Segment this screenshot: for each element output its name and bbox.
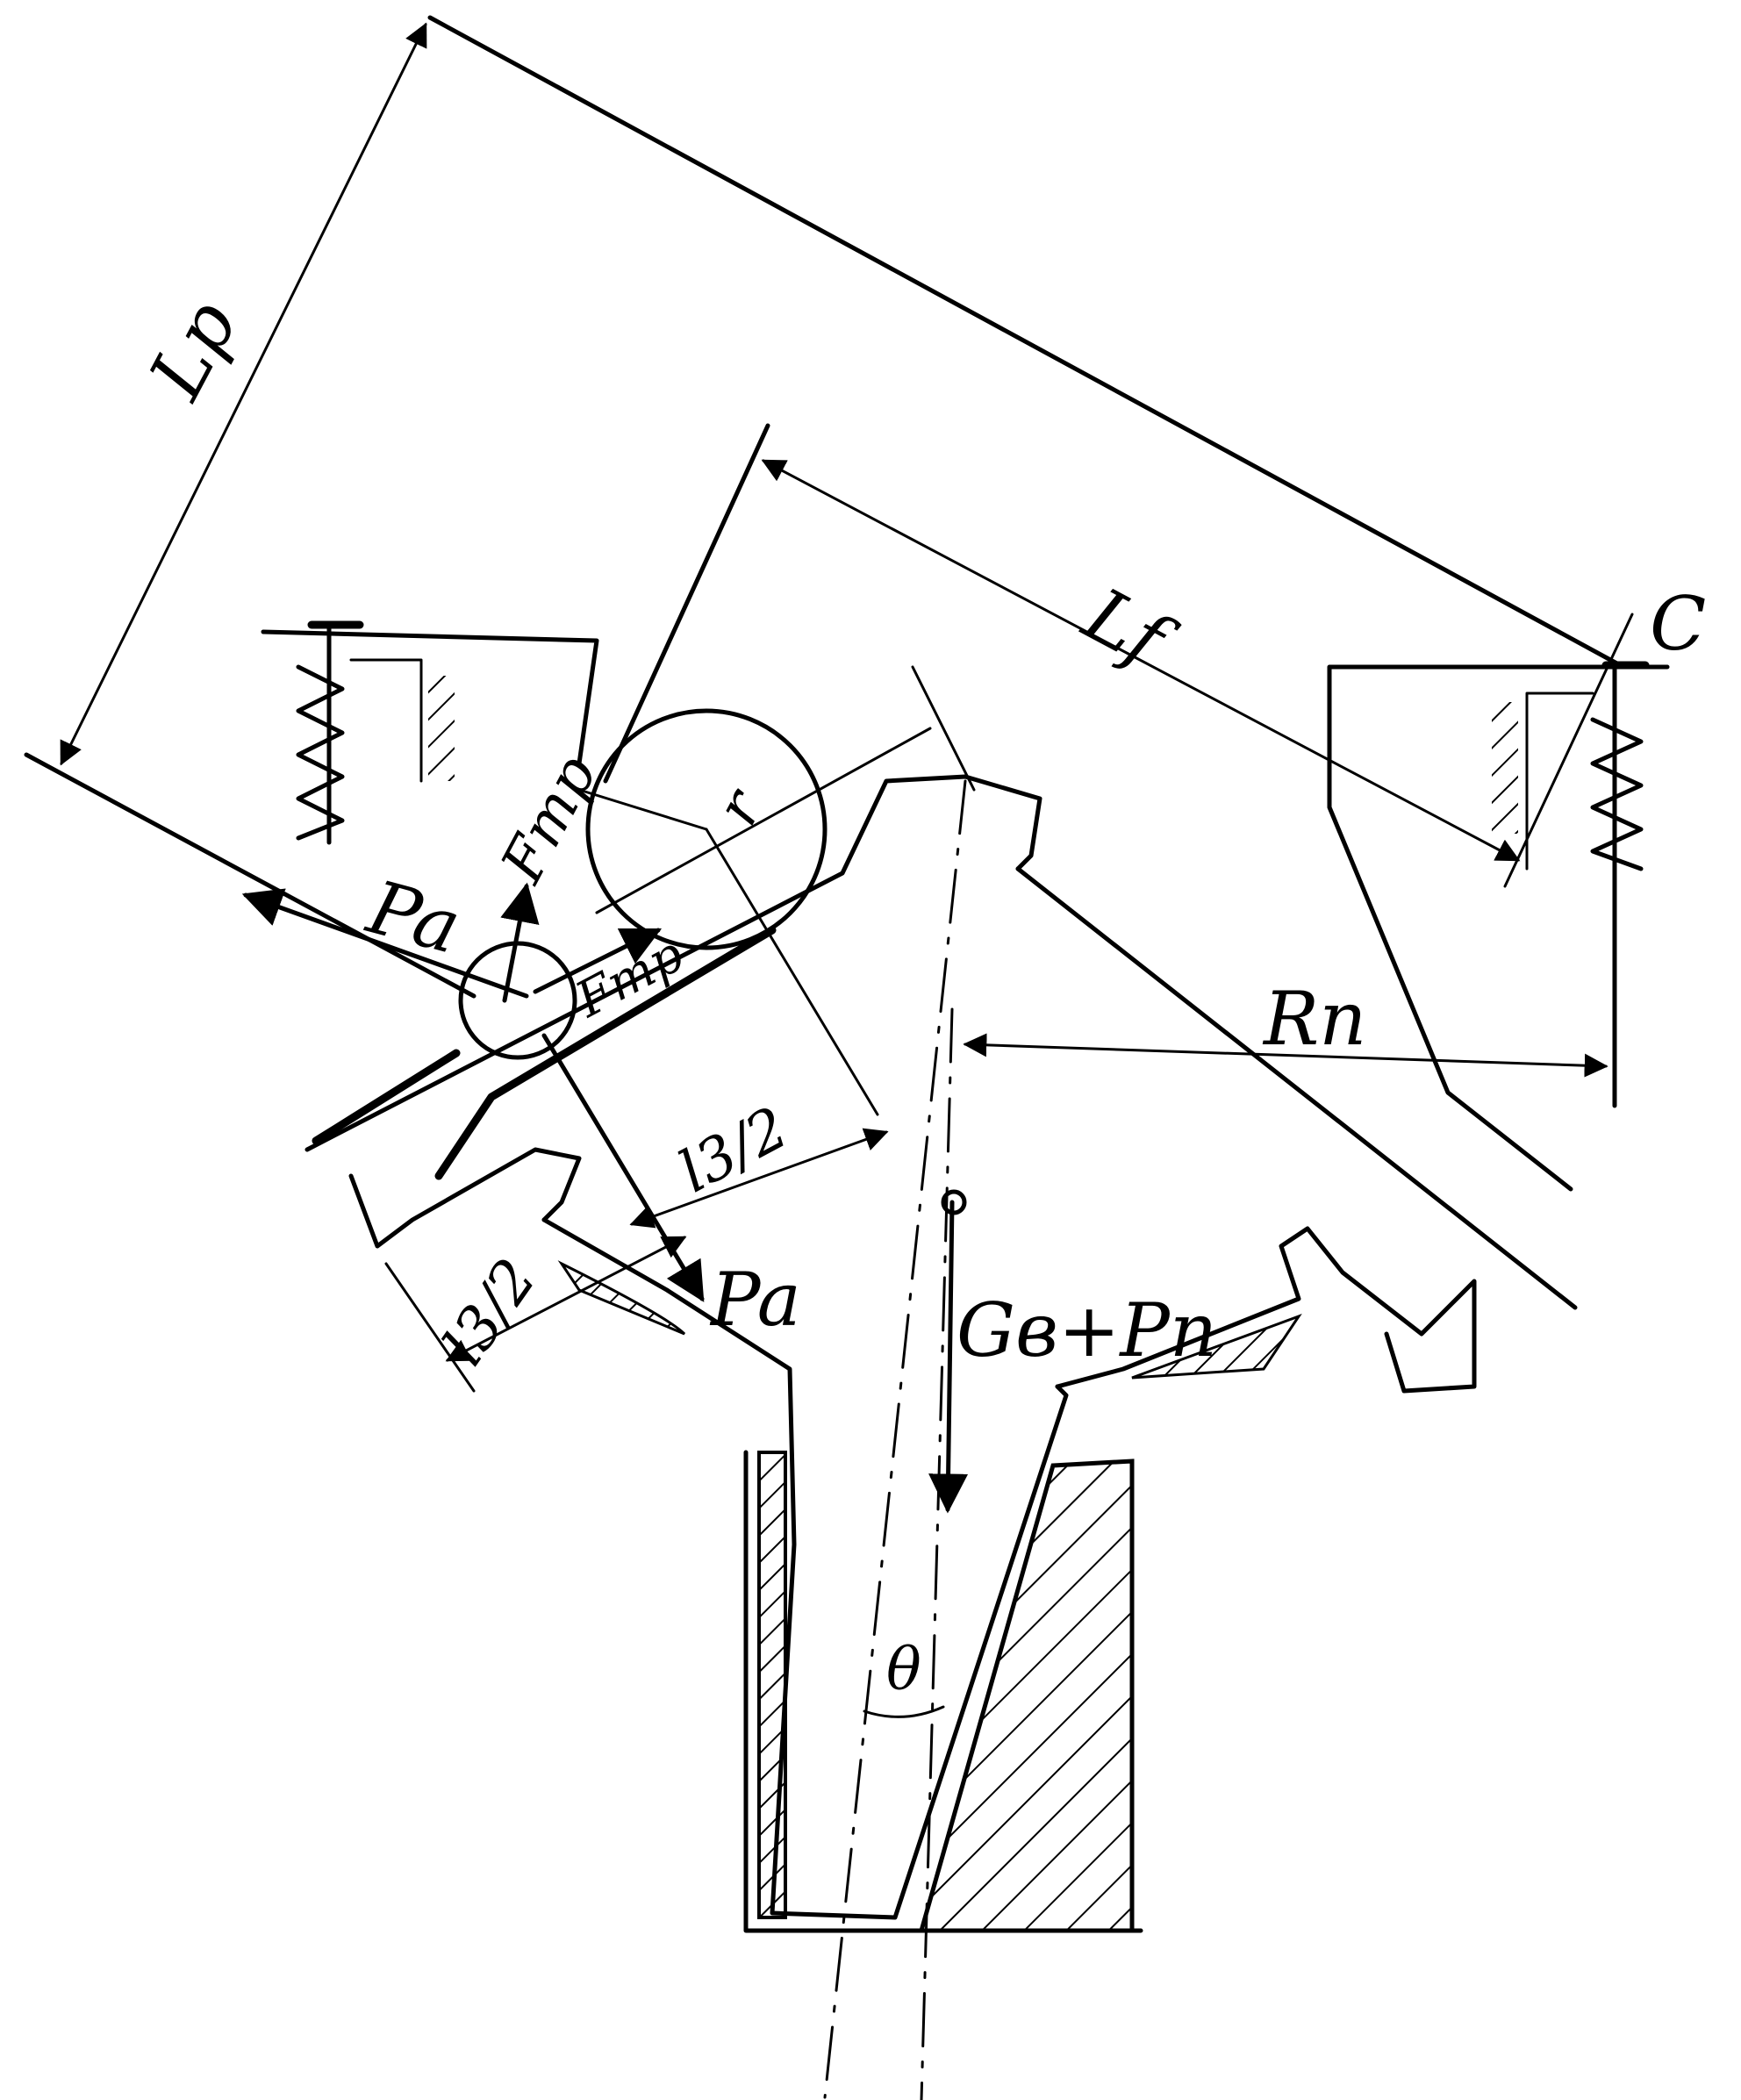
l3-dimensions [384,1128,889,1393]
rn-label: Rn [1262,976,1366,1062]
lp-label: Lp [132,287,254,414]
pa-bottom-label: Pa [709,1257,801,1343]
guides [557,1260,1302,1933]
right-spring-assembly [1327,613,1670,1192]
theta-label: θ [886,1636,921,1703]
left-spring-assembly [261,620,599,845]
pa-left-label: Pa [358,864,469,971]
axes [823,665,976,2100]
rollers [458,708,932,1116]
lf-label: Lf [1070,570,1189,688]
lf-dimension [603,423,1521,862]
theta-arc [863,1705,945,1718]
r-label: r [703,777,777,835]
ftr-upper-label: Fтр [488,744,610,893]
gb-pn-label: Gв+Pп [956,1287,1217,1373]
l3-upper-label: l3/2 [668,1093,799,1206]
l3-lower-label: l3/2 [430,1247,549,1377]
c-label: C [1650,581,1706,667]
